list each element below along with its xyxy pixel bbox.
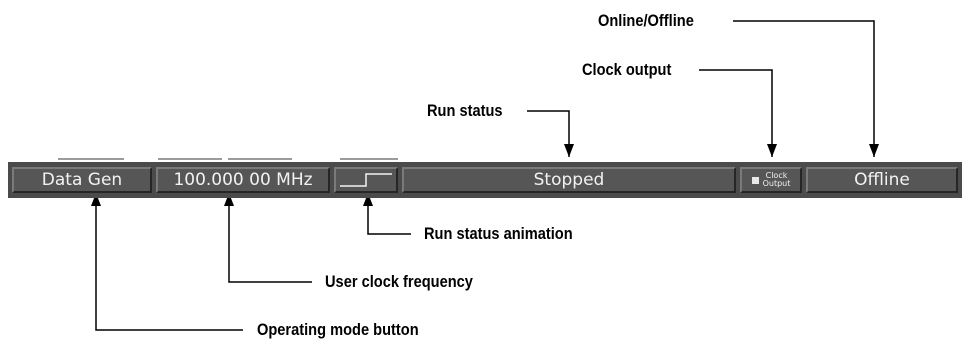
callout-operating-mode-button: Operating mode button [257,320,419,339]
clock-output-label-line2: Output [762,179,791,188]
callout-run-status: Run status [427,101,503,120]
clock-output-arrowhead [767,144,777,157]
operating-mode-button[interactable]: Data Gen [12,167,152,193]
online-status-display: Offline [806,167,958,193]
run-animation-waveform-icon [340,173,392,187]
clock-output-label: Clock Output [763,172,791,188]
run-status-animation-arrowhead [363,193,373,206]
clock-output-button[interactable]: Clock Output [740,167,802,193]
operating-mode-connector [95,193,243,331]
clock-output-label-line1: Clock [765,171,788,180]
run-status-animation-connector [367,193,411,235]
callout-user-clock-frequency: User clock frequency [325,272,473,291]
run-status-arrowhead [564,144,574,157]
clock-output-indicator-icon [751,176,759,184]
user-clock-frequency-arrowhead [224,193,234,206]
run-status-connector [527,110,570,157]
callout-run-status-animation: Run status animation [424,224,573,243]
callout-clock-output: Clock output [582,60,672,79]
operating-mode-arrowhead [91,193,101,206]
user-clock-frequency-connector [228,193,312,283]
clock-output-connector [699,69,773,157]
status-bar: Data Gen 100.000 00 MHz Stopped Clock Ou… [8,162,962,198]
callout-online-offline: Online/Offline [598,11,694,30]
online-offline-arrowhead [869,144,879,157]
run-status-display: Stopped [402,167,736,193]
online-offline-connector [733,20,875,157]
user-clock-frequency-display: 100.000 00 MHz [156,167,330,193]
run-status-animation [334,167,398,193]
